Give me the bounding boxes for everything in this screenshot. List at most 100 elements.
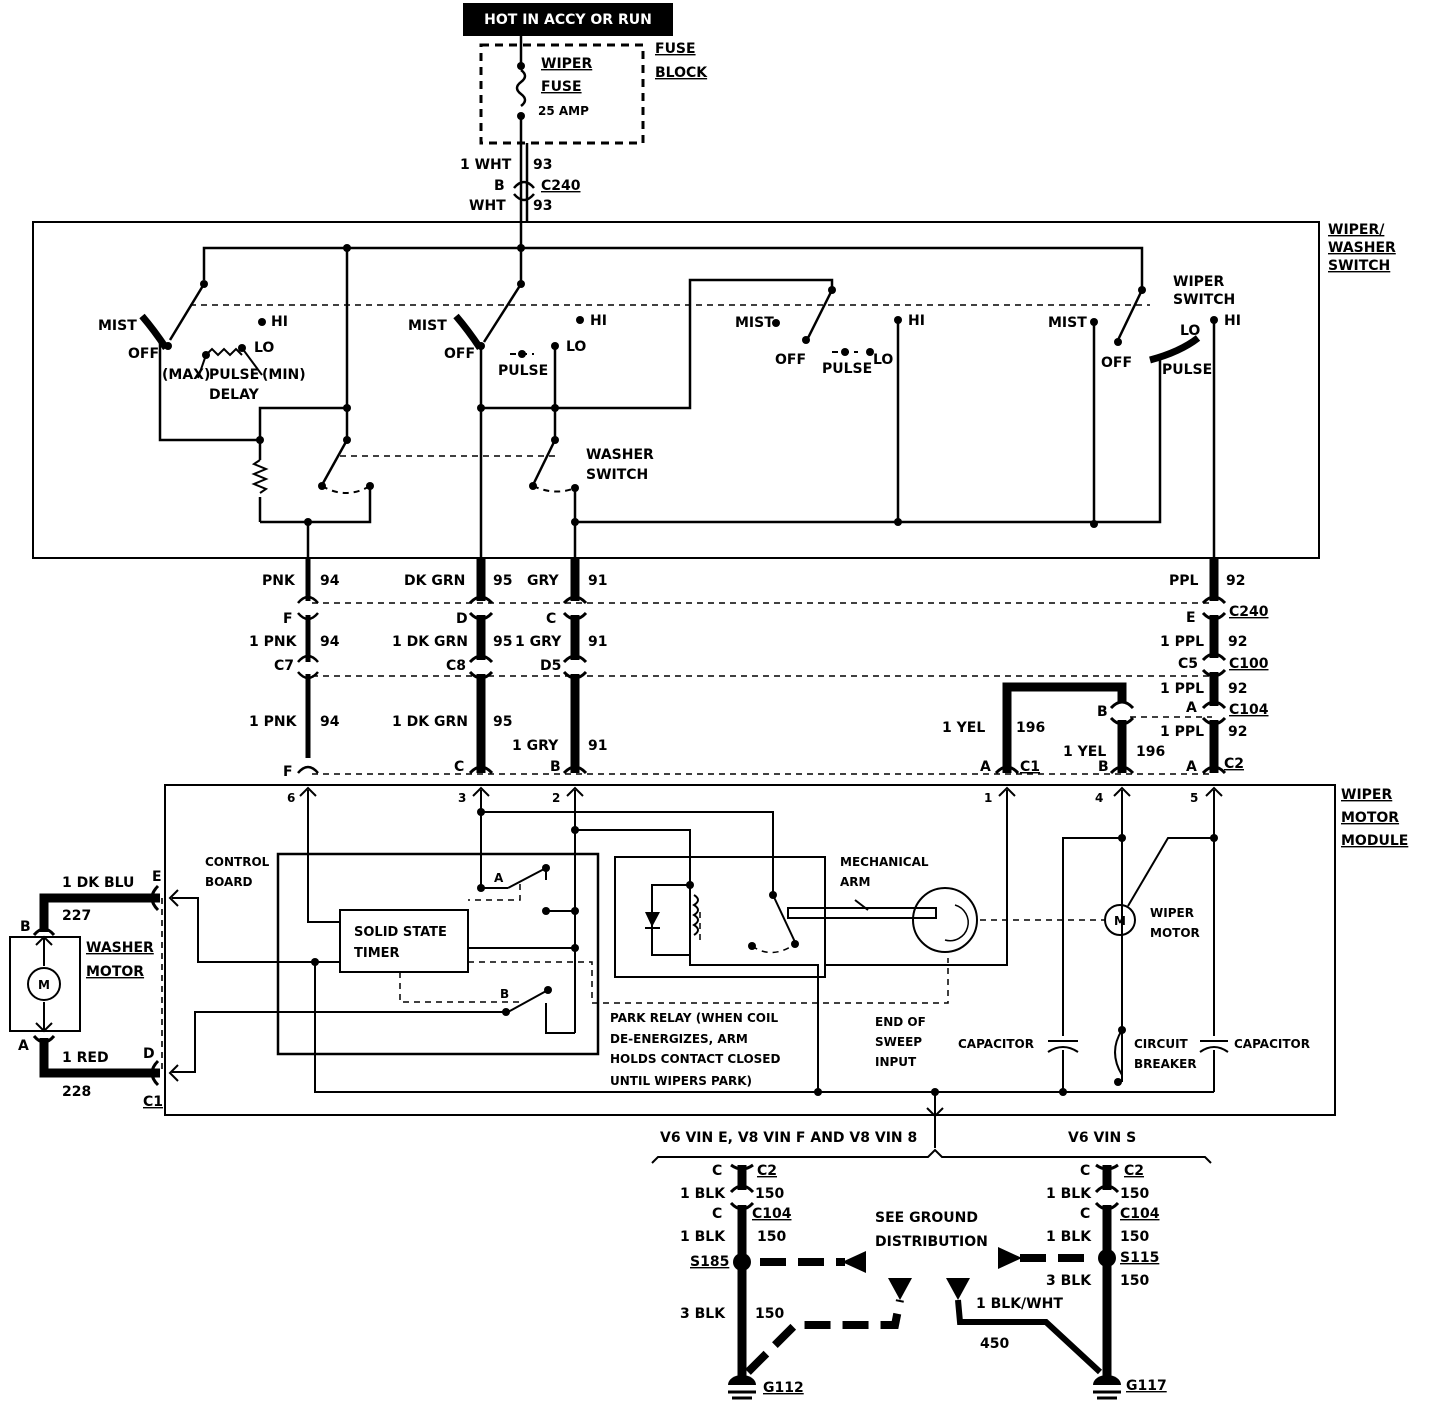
gl-conn1: C2 <box>757 1163 777 1179</box>
wire-low-3-conn: C1 <box>1020 759 1040 775</box>
wiper-switch-1: WIPER <box>1173 274 1224 290</box>
washer-wire-top: 1 DK BLU <box>62 875 134 891</box>
wire-mid-1-name: 1 DK GRN <box>392 634 468 650</box>
s3-hi: HI <box>908 313 925 329</box>
module-pin-6: 6 <box>287 791 295 805</box>
fuse-name-1: WIPER <box>541 56 592 72</box>
wiper-motor-label-2: MOTOR <box>1150 926 1200 940</box>
s2-off: OFF <box>444 346 475 362</box>
gr-conn1: C2 <box>1124 1163 1144 1179</box>
switch-title-1: WIPER/ <box>1328 222 1385 238</box>
wire-top-0-circuit: 94 <box>320 573 340 589</box>
wire-mid-1-circuit: 95 <box>493 634 512 650</box>
fuse-rating: 25 AMP <box>538 104 589 118</box>
breaker-label-2: BREAKER <box>1134 1057 1197 1071</box>
washer-conn: C1 <box>143 1094 163 1110</box>
s1-hi: HI <box>271 314 288 330</box>
gr-gnd: G117 <box>1126 1378 1167 1394</box>
s2-mist: MIST <box>408 318 447 334</box>
wire-low-5-conn: C104 <box>1229 702 1269 718</box>
washer-pin-top: B <box>20 919 31 935</box>
wire-mid-2-circuit: 91 <box>588 634 607 650</box>
wire-low-2-name: 1 GRY <box>512 738 559 754</box>
header-label: HOT IN ACCY OR RUN <box>484 12 652 28</box>
wire-mid-2-name: 1 GRY <box>515 634 562 650</box>
wire-mid-3-name: 1 PPL <box>1160 634 1204 650</box>
s1-max: (MAX) <box>162 367 210 383</box>
gl-c1: 150 <box>755 1186 784 1202</box>
wire-low-5-pin-bot: A <box>1186 759 1197 775</box>
washer-circuit-bot: 228 <box>62 1084 91 1100</box>
gr-pin2: C <box>1080 1206 1090 1222</box>
park-relay-2: DE-ENERGIZES, ARM <box>610 1032 748 1046</box>
gl-c3: 150 <box>755 1306 784 1322</box>
wire-low-1-pin: C <box>454 759 464 775</box>
gr-c3: 150 <box>1120 1273 1149 1289</box>
wire-low-5-pin: A <box>1186 700 1197 716</box>
washer-pin-e: E <box>152 869 162 885</box>
wire-top-2-circuit: 91 <box>588 573 607 589</box>
gr-splice: S115 <box>1120 1250 1159 1266</box>
power-header: HOT IN ACCY OR RUN <box>463 3 673 36</box>
wire-low-3-pin: A <box>980 759 991 775</box>
feed-circuit-2: 93 <box>533 198 552 214</box>
timer-label-1: SOLID STATE <box>354 925 447 940</box>
wire-mid-3-circuit: 92 <box>1228 634 1247 650</box>
wire-top-1-circuit: 95 <box>493 573 512 589</box>
wire-low-3-circuit: 196 <box>1016 720 1045 736</box>
washer-wire-bot: 1 RED <box>62 1050 109 1066</box>
washer-switch-2: SWITCH <box>586 467 648 483</box>
fuse-block-label-2: BLOCK <box>655 65 708 81</box>
feed-pin: B <box>494 178 505 194</box>
gr-w1: 1 BLK <box>1046 1186 1092 1202</box>
wire-low-4-pin-top: B <box>1097 704 1108 720</box>
s1-off: OFF <box>128 346 159 362</box>
wire-low-0-pin: F <box>283 764 293 780</box>
s1-mist: MIST <box>98 318 137 334</box>
switch-title-3: SWITCH <box>1328 258 1390 274</box>
wire-top-3-name: PPL <box>1169 573 1199 589</box>
module-pin-2: 2 <box>552 791 560 805</box>
gr-w4: 1 BLK/WHT <box>976 1296 1063 1312</box>
wire-low-2-circuit: 91 <box>588 738 607 754</box>
s1-lo: LO <box>254 340 274 356</box>
wire-mid-1-conn: C8 <box>446 658 466 674</box>
wire-low-5-name-1: 1 PPL <box>1160 681 1204 697</box>
wire-low-5-circuit-1: 92 <box>1228 681 1247 697</box>
fuse-name-2: FUSE <box>541 79 582 95</box>
fuse-block-label-1: FUSE <box>655 41 696 57</box>
s4-hi: HI <box>1224 313 1241 329</box>
wire-low-5-name-2: 1 PPL <box>1160 724 1204 740</box>
wire-top-3-circuit: 92 <box>1226 573 1245 589</box>
gl-w3: 3 BLK <box>680 1306 726 1322</box>
end-sweep-2: SWEEP <box>875 1035 922 1049</box>
wire-low-2-pin: B <box>550 759 561 775</box>
wire-low-5-circuit-2: 92 <box>1228 724 1247 740</box>
s1-min: (MIN) <box>262 367 306 383</box>
s3-off: OFF <box>775 352 806 368</box>
feed-wire: 1 WHT 93 B C240 WHT 93 <box>460 143 581 222</box>
gr-pin1: C <box>1080 1163 1090 1179</box>
gl-conn2: C104 <box>752 1206 792 1222</box>
park-relay-1: PARK RELAY (WHEN COIL <box>610 1011 778 1025</box>
park-relay-4: UNTIL WIPERS PARK) <box>610 1074 752 1088</box>
control-board-2: BOARD <box>205 875 253 889</box>
wire-low-1-circuit: 95 <box>493 714 512 730</box>
gl-splice: S185 <box>690 1254 729 1270</box>
wiper-motor-symbol: M <box>1114 914 1126 928</box>
harness: PNK 94 DK GRN 95 GRY 91 PPL 92 F 1 PNK 9… <box>249 522 1269 780</box>
wiper-motor-module: WIPER MOTOR MODULE 6 3 2 1 4 5 CONTROL B… <box>164 784 1408 1148</box>
see-ground-2: DISTRIBUTION <box>875 1234 988 1250</box>
wire-low-4-name: 1 YEL <box>1063 744 1106 760</box>
feed-wire-1: 1 WHT <box>460 157 512 173</box>
wire-low-4-circuit: 196 <box>1136 744 1165 760</box>
wire-mid-3-pin2: C5 <box>1178 656 1198 672</box>
module-title-3: MODULE <box>1341 833 1408 849</box>
end-sweep-3: INPUT <box>875 1055 917 1069</box>
gl-pin1: C <box>712 1163 722 1179</box>
washer-circuit-top: 227 <box>62 908 91 924</box>
s3-mist: MIST <box>735 315 774 331</box>
wire-mid-2-conn: D5 <box>540 658 561 674</box>
gl-w1: 1 BLK <box>680 1186 726 1202</box>
